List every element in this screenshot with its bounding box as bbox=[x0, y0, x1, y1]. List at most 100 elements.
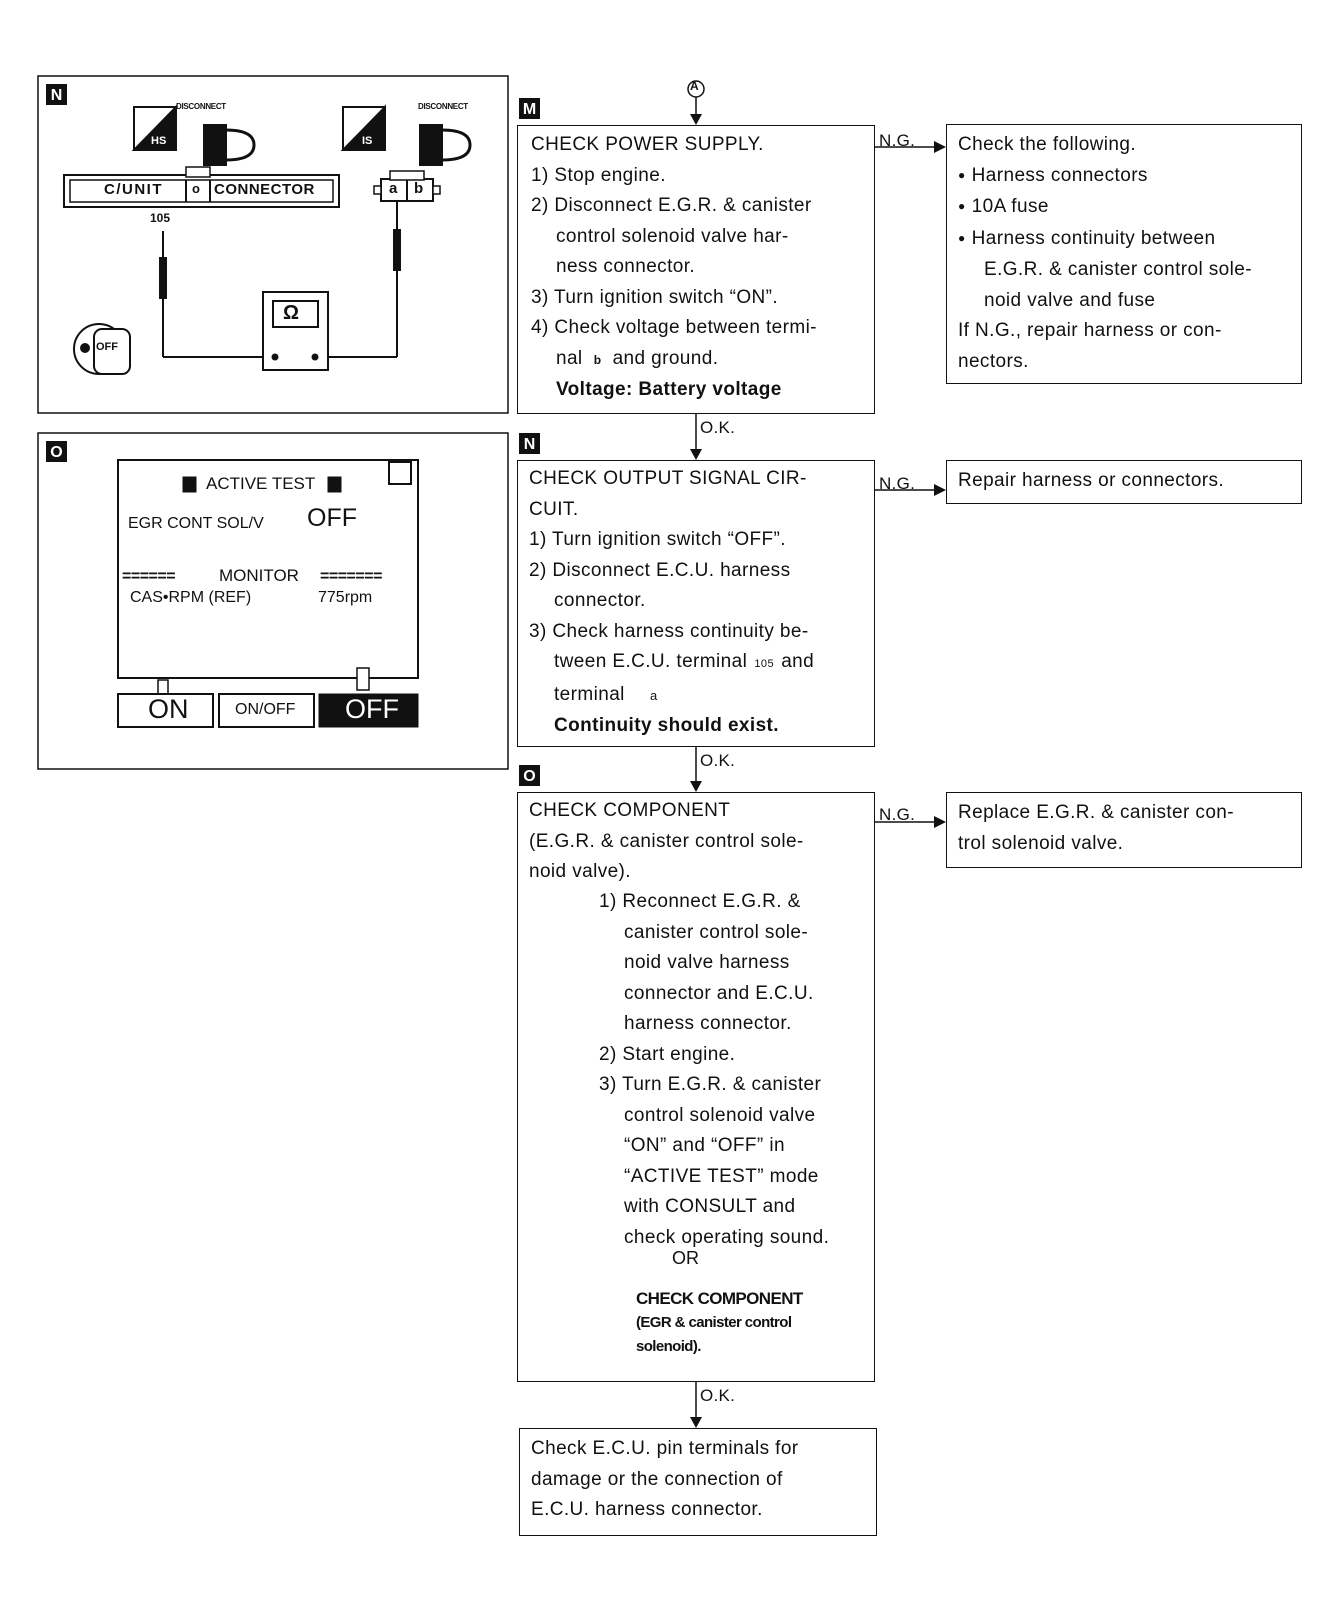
disconnect-label-1: DISCONNECT bbox=[176, 102, 226, 111]
step-o-ng-box: Replace E.G.R. & canister con- trol sole… bbox=[946, 792, 1302, 868]
step-n-line: and bbox=[781, 651, 815, 672]
step-o-line: check operating sound. bbox=[624, 1226, 830, 1248]
step-o-line: canister control sole- bbox=[624, 921, 809, 943]
step-o-title: CHECK COMPONENT bbox=[529, 800, 731, 821]
step-m-badge: M bbox=[519, 98, 540, 119]
terminal-a-label: a bbox=[389, 180, 398, 197]
hs-label: HS bbox=[151, 135, 167, 147]
step-o-box: CHECK COMPONENT (E.G.R. & canister contr… bbox=[517, 792, 875, 1382]
panel-n-badge: N bbox=[46, 84, 67, 105]
step-m-ng-label: N.G. bbox=[879, 131, 916, 150]
panel-n-frame bbox=[37, 75, 509, 414]
step-m-result: Voltage: Battery voltage bbox=[556, 379, 782, 400]
disconnect-label-2: DISCONNECT bbox=[418, 102, 468, 111]
panel-o-badge: O bbox=[46, 441, 67, 462]
step-o-line: connector and E.C.U. bbox=[624, 982, 814, 1004]
step-n-line: 1) Turn ignition switch “OFF”. bbox=[529, 529, 786, 550]
step-n-title: CHECK OUTPUT SIGNAL CIR- bbox=[529, 468, 807, 489]
btn-off[interactable]: OFF bbox=[345, 694, 399, 724]
step-n-line: connector. bbox=[554, 590, 646, 611]
step-o-ng-line: trol solenoid valve. bbox=[958, 832, 1124, 854]
step-n-ng-box: Repair harness or connectors. bbox=[946, 460, 1302, 504]
connector-label: CONNECTOR bbox=[214, 181, 315, 198]
final-box: Check E.C.U. pin terminals for damage or… bbox=[519, 1428, 877, 1536]
ohm-symbol: Ω bbox=[283, 302, 300, 324]
active-test-title: ACTIVE TEST bbox=[206, 474, 316, 493]
ignition-off-label: OFF bbox=[96, 341, 118, 353]
btn-onoff[interactable]: ON/OFF bbox=[235, 701, 296, 718]
monitor-rule-right: ======= bbox=[320, 568, 382, 585]
step-o-line: “ON” and “OFF” in bbox=[624, 1135, 785, 1156]
step-m-line: 4) Check voltage between termi- bbox=[531, 317, 817, 338]
step-o-line: 2) Start engine. bbox=[599, 1043, 736, 1065]
step-m-ng-box: Check the following. Harness connectors … bbox=[946, 124, 1302, 384]
final-line: damage or the connection of bbox=[531, 1468, 783, 1490]
ng-box-line: nectors. bbox=[958, 350, 1029, 372]
step-n-title: CUIT. bbox=[529, 498, 579, 520]
step-o-title: (E.G.R. & canister control sole- bbox=[529, 830, 804, 852]
param-value: 775rpm bbox=[318, 589, 373, 606]
step-m-line: 3) Turn ignition switch “ON”. bbox=[531, 286, 779, 308]
egr-item-label: EGR CONT SOL/V bbox=[128, 515, 264, 532]
terminal-o-label: o bbox=[192, 181, 200, 196]
step-o-ok-label: O.K. bbox=[700, 1386, 736, 1405]
step-o-ng-line: Replace E.G.R. & canister con- bbox=[958, 802, 1234, 823]
terminal-105-label: 105 bbox=[150, 211, 171, 225]
step-m-line: control solenoid valve har- bbox=[556, 225, 789, 247]
step-n-terminal-a: a bbox=[649, 687, 658, 703]
or-label: OR bbox=[668, 1248, 703, 1269]
btn-on[interactable]: ON bbox=[148, 694, 189, 724]
cunit-label: C/UNIT bbox=[104, 181, 163, 198]
step-n-result: Continuity should exist. bbox=[554, 715, 779, 736]
monitor-label: MONITOR bbox=[219, 566, 299, 585]
step-o-badge: O bbox=[519, 765, 540, 786]
step-n-line: 2) Disconnect E.C.U. harness bbox=[529, 559, 791, 581]
param-label: CAS•RPM (REF) bbox=[130, 589, 252, 606]
step-n-badge: N bbox=[519, 433, 540, 454]
step-o-line: with CONSULT and bbox=[624, 1196, 796, 1217]
step-m-line: nal bbox=[556, 347, 583, 369]
ng-box-line: E.G.R. & canister control sole- bbox=[984, 259, 1252, 280]
step-m-box: CHECK POWER SUPPLY. 1) Stop engine. 2) D… bbox=[517, 125, 875, 414]
step-o-title: noid valve). bbox=[529, 861, 631, 882]
step-n-line: terminal bbox=[554, 683, 625, 705]
step-m-line: 2) Disconnect E.G.R. & canister bbox=[531, 195, 812, 216]
monitor-rule-left: ====== bbox=[122, 568, 176, 585]
is-label: IS bbox=[362, 135, 373, 147]
ng-box-bullet: Harness continuity between bbox=[958, 224, 1252, 256]
ng-box-bullet: Harness connectors bbox=[958, 161, 1252, 193]
step-m-terminal-b: b bbox=[593, 352, 602, 367]
step-n-ng-text: Repair harness or connectors. bbox=[958, 470, 1225, 491]
final-line: E.C.U. harness connector. bbox=[531, 1499, 763, 1520]
step-n-line: tween E.C.U. terminal bbox=[554, 651, 748, 672]
connector-a-label: A bbox=[690, 79, 699, 93]
alt-line: solenoid). bbox=[636, 1338, 701, 1355]
step-o-line: “ACTIVE TEST” mode bbox=[624, 1165, 819, 1187]
step-m-ok-label: O.K. bbox=[700, 418, 736, 437]
ng-box-line: If N.G., repair harness or con- bbox=[958, 320, 1222, 341]
step-n-box: CHECK OUTPUT SIGNAL CIR- CUIT. 1) Turn i… bbox=[517, 460, 875, 747]
alt-line: (EGR & canister control bbox=[636, 1314, 792, 1331]
step-o-ng-label: N.G. bbox=[879, 805, 916, 824]
step-m-line: 1) Stop engine. bbox=[531, 164, 666, 186]
step-n-line: 3) Check harness continuity be- bbox=[529, 620, 809, 642]
step-n-terminal-105: 105 bbox=[754, 658, 774, 670]
ng-box-line: noid valve and fuse bbox=[984, 289, 1156, 311]
egr-item-value: OFF bbox=[307, 504, 357, 532]
ng-box-bullet: 10A fuse bbox=[958, 192, 1252, 224]
step-o-line: noid valve harness bbox=[624, 952, 790, 973]
step-o-line: harness connector. bbox=[624, 1013, 792, 1034]
step-o-line: 3) Turn E.G.R. & canister bbox=[599, 1074, 822, 1095]
step-m-line: ness connector. bbox=[556, 256, 696, 277]
step-n-ok-label: O.K. bbox=[700, 751, 736, 770]
terminal-b-label: b bbox=[414, 180, 424, 197]
step-n-ng-label: N.G. bbox=[879, 474, 916, 493]
step-o-line: control solenoid valve bbox=[624, 1104, 816, 1126]
step-m-line: and ground. bbox=[612, 347, 719, 369]
step-m-title: CHECK POWER SUPPLY. bbox=[531, 134, 764, 155]
step-o-line: 1) Reconnect E.G.R. & bbox=[599, 891, 801, 912]
ng-box-title: Check the following. bbox=[958, 134, 1137, 155]
final-line: Check E.C.U. pin terminals for bbox=[531, 1438, 799, 1459]
alt-title: CHECK COMPONENT bbox=[636, 1289, 803, 1308]
harness-diagram bbox=[63, 104, 472, 375]
